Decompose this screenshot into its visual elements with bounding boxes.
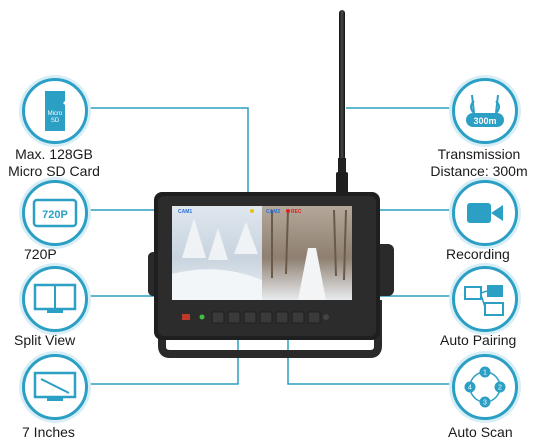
auto-scan-icon: 1 2 3 4 xyxy=(452,354,518,420)
auto-pairing-label: Auto Pairing xyxy=(440,332,517,348)
svg-text:720P: 720P xyxy=(42,209,68,221)
svg-text:Micro: Micro xyxy=(48,111,63,117)
rec-label: REC xyxy=(291,209,302,215)
split-view-icon xyxy=(22,266,88,332)
screen-size-icon xyxy=(22,354,88,420)
micro-sd-card-icon: Micro SD xyxy=(22,78,88,144)
svg-text:SD: SD xyxy=(51,118,60,124)
transmission-label: Transmission Distance: 300m xyxy=(430,146,528,179)
cam1-label: CAM1 xyxy=(178,209,192,215)
recording-label: Recording xyxy=(446,246,510,262)
720p-icon: 720P xyxy=(22,180,88,246)
svg-text:1: 1 xyxy=(483,370,487,377)
video-camera-icon xyxy=(452,180,518,246)
split-view-label: Split View xyxy=(14,332,76,348)
monitor: CAM1 CAM2 REC xyxy=(148,192,394,358)
rec-dot xyxy=(286,209,290,213)
sd-card-label: Max. 128GB Micro SD Card xyxy=(8,146,100,179)
720p-label: 720P xyxy=(24,246,57,262)
auto-scan-label: Auto Scan xyxy=(448,424,513,440)
svg-text:300m: 300m xyxy=(473,116,496,126)
cam2-label: CAM2 xyxy=(266,209,280,215)
svg-text:4: 4 xyxy=(468,385,472,392)
svg-text:3: 3 xyxy=(483,400,487,407)
pairing-icon xyxy=(452,266,518,332)
svg-text:2: 2 xyxy=(498,385,502,392)
antenna xyxy=(336,10,348,194)
screen-size-label: 7 Inches xyxy=(22,424,75,440)
antenna-router-icon: 300m xyxy=(452,78,518,144)
